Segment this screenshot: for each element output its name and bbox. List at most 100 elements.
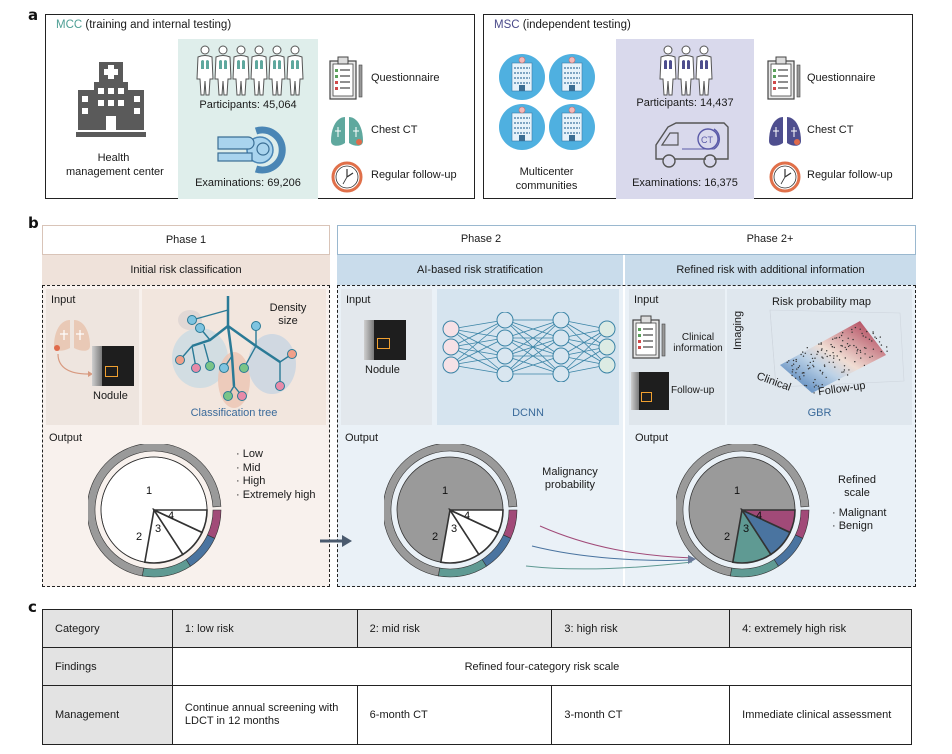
risk-data-point — [871, 355, 873, 357]
risk-data-point — [796, 368, 798, 370]
phase-1-subtitle: Initial risk classification — [42, 255, 330, 285]
risk-data-point — [813, 386, 816, 388]
risk-data-point — [869, 356, 871, 358]
risk-data-point — [832, 352, 834, 354]
inner-circle-outline — [100, 456, 208, 564]
lung-nodule-icon — [54, 320, 93, 377]
phase-1-dashed-frame — [42, 285, 330, 587]
risk-data-point — [813, 366, 815, 368]
mcc-participants-icon — [196, 45, 306, 100]
risk-data-point — [816, 353, 818, 355]
msc-lungs-icon — [769, 117, 801, 146]
pie-label-category-4: 4 — [464, 510, 470, 522]
risk-data-point — [795, 358, 797, 361]
outer-ring-category-3 — [185, 534, 216, 567]
follow-up-ct-image — [631, 372, 669, 410]
dcnn-connection — [450, 319, 506, 366]
dcnn-node — [552, 347, 570, 365]
risk-data-point — [820, 342, 822, 344]
risk-data-point — [804, 384, 806, 387]
risk-management-table: Category 1: low risk 2: mid risk 3: high… — [42, 609, 913, 745]
risk-map-title: Risk probability map — [772, 296, 872, 308]
management-cell-1: Continue annual screening with LDCT in 1… — [171, 685, 358, 745]
legend-mid: · Mid — [236, 461, 261, 474]
risk-data-point — [792, 359, 795, 362]
risk-data-point — [802, 355, 805, 357]
risk-data-point — [854, 326, 857, 329]
risk-data-point — [819, 369, 821, 372]
msc-questionnaire-icon — [767, 56, 801, 100]
mcc-modality-chest-ct: Chest CT — [371, 124, 418, 136]
risk-data-point — [821, 356, 823, 358]
dcnn-node — [598, 320, 616, 338]
risk-data-point — [803, 375, 805, 377]
legend-low: · Low — [236, 448, 263, 460]
dcnn-network-icon — [442, 312, 616, 382]
person-icon — [677, 45, 695, 96]
dcnn-connection — [450, 337, 506, 366]
risk-data-point — [814, 378, 816, 381]
ct-scanner-icon — [217, 126, 286, 174]
risk-data-point — [838, 359, 841, 361]
pie-label-category-4: 4 — [168, 510, 174, 522]
risk-data-point — [844, 346, 846, 349]
phase-1-output-label: Output — [49, 432, 83, 444]
phase-1-risk-legend: · Low · Mid · High · Extremely high — [236, 448, 315, 502]
risk-data-point — [807, 364, 809, 367]
outer-ring-category-2 — [438, 559, 487, 578]
risk-data-point — [794, 377, 797, 379]
malignancy-line1: Malignancy — [542, 466, 598, 478]
pie-label-category-3: 3 — [155, 523, 161, 535]
risk-data-point — [817, 385, 820, 387]
msc-title: MSC (independent testing) — [494, 19, 631, 31]
risk-data-point — [835, 337, 838, 339]
dcnn-node — [552, 312, 570, 329]
outer-ring-category-2 — [142, 559, 191, 578]
outer-ring-category-1 — [88, 444, 222, 577]
phase-2-header: Phase 2 — [460, 233, 502, 245]
management-cell-2: 6-month CT — [356, 685, 553, 745]
phase-transition-arrow — [320, 535, 352, 547]
malignancy-line2: probability — [544, 479, 596, 491]
row-header-category: Category — [42, 609, 173, 648]
pie-label-category-2: 2 — [136, 531, 142, 543]
person-icon — [196, 45, 214, 96]
dcnn-node — [442, 338, 460, 356]
risk-data-point — [792, 369, 794, 371]
msc-modality-chest-ct: Chest CT — [807, 124, 854, 136]
phase-2-input-label: Input — [346, 294, 371, 306]
risk-data-point — [861, 332, 863, 335]
phase-2-header-frame — [337, 225, 916, 255]
community-building-icon — [499, 54, 545, 100]
dcnn-node — [496, 312, 514, 329]
risk-data-point — [824, 353, 826, 355]
msc-site-label: Multicenter communities — [494, 165, 599, 193]
dcnn-connection — [450, 364, 506, 375]
risk-surface — [780, 321, 886, 393]
risk-data-point — [843, 369, 846, 371]
risk-data-point — [815, 384, 817, 386]
risk-data-point — [828, 361, 830, 363]
phase-2plus-output-label: Output — [635, 432, 669, 444]
panel-label-a: a — [28, 6, 39, 24]
risk-data-point — [843, 365, 846, 367]
malignancy-annotation: Malignancy probability — [532, 466, 608, 492]
risk-data-point — [855, 346, 857, 348]
dcnn-connection — [560, 328, 608, 375]
risk-data-point — [859, 349, 861, 352]
questionnaire-icon — [329, 56, 363, 100]
msc-modality-questionnaire: Questionnaire — [807, 72, 876, 84]
mcc-title-rest: (training and internal testing) — [82, 19, 232, 31]
phase-2-nodule-ct-image — [364, 320, 406, 360]
risk-data-point — [820, 343, 822, 345]
clinical-line1: Clinical — [681, 332, 715, 343]
risk-data-point — [872, 332, 874, 335]
risk-data-point — [859, 351, 862, 353]
dcnn-connection — [504, 319, 562, 357]
risk-data-point — [807, 368, 810, 370]
risk-data-point — [825, 376, 827, 379]
row-header-findings: Findings — [42, 647, 173, 686]
dcnn-node — [496, 329, 514, 347]
